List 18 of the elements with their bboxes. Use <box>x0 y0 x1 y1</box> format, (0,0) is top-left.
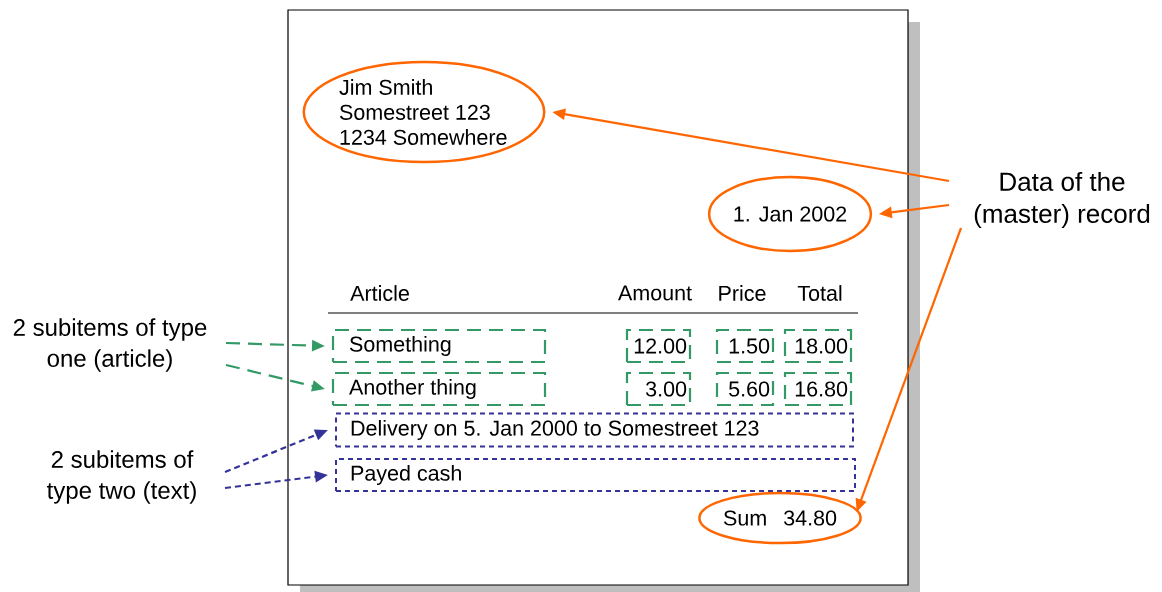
annotation-text: 2 subitems of type two (text) <box>47 450 196 504</box>
text-item-box: Delivery on 5. Jan 2000 to Somestreet 123 <box>335 412 854 448</box>
invoice-page <box>287 9 920 592</box>
annotation-text: Data of the (master) record <box>974 171 1150 229</box>
text-item-box: Payed cash <box>335 458 856 492</box>
number-item-box: 12.00 <box>625 328 692 364</box>
column-header: Total <box>797 285 842 301</box>
number-item-box: 1.50 <box>715 328 775 364</box>
number-item-box: 18.00 <box>783 328 853 364</box>
number-item-box: 5.60 <box>715 371 775 407</box>
column-header: Amount <box>618 285 692 301</box>
column-header: Article <box>350 285 409 301</box>
number-item-box: 16.80 <box>783 371 853 407</box>
number-item-box: 3.00 <box>625 371 692 407</box>
article-item-box: Another thing <box>331 371 547 407</box>
column-header: Price <box>719 285 766 301</box>
annotation-text: 2 subitems of type one (article) <box>13 318 207 372</box>
article-item-box: Something <box>331 328 547 364</box>
